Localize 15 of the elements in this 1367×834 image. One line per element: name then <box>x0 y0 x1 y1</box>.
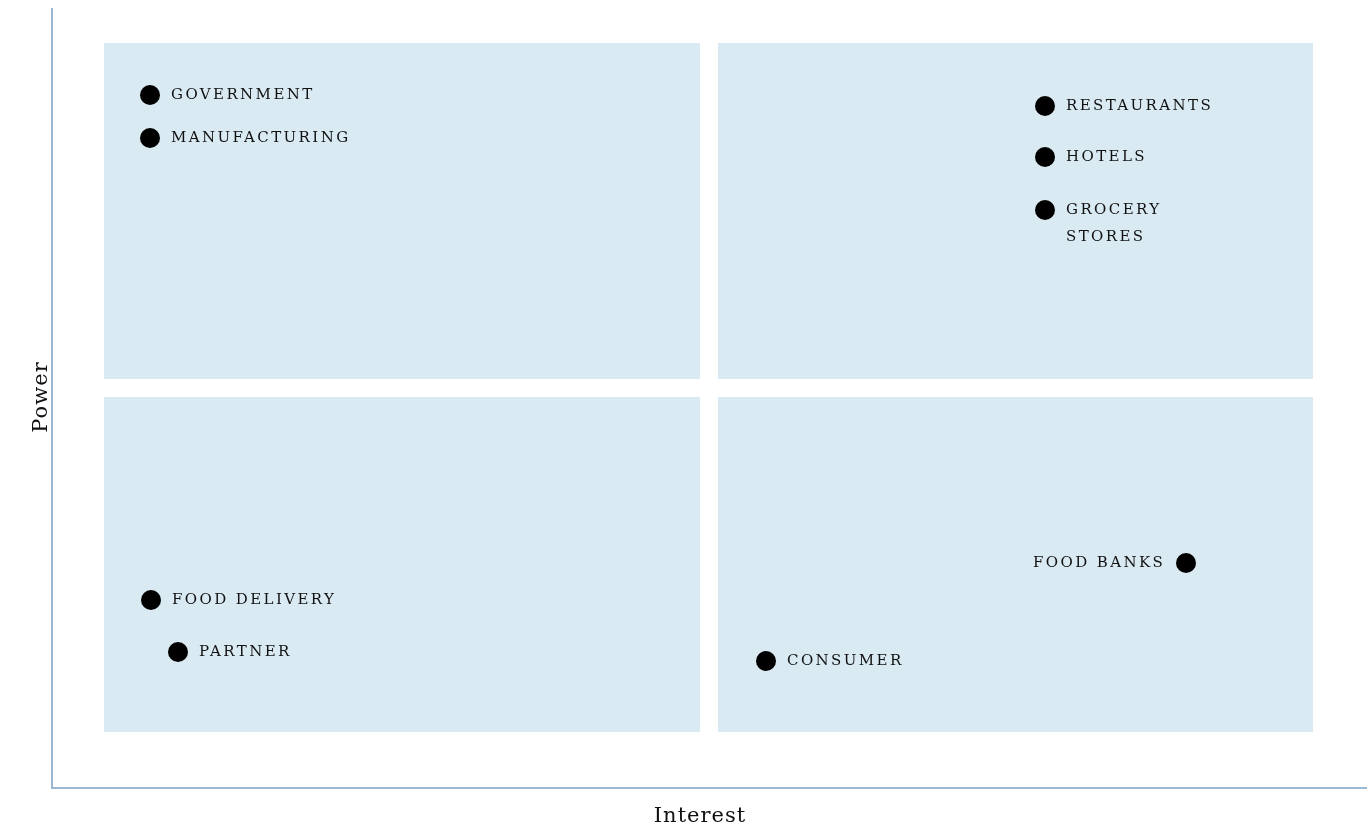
stakeholder-label: PARTNER <box>199 641 292 662</box>
stakeholder-label: FOOD BANKS <box>1033 552 1166 573</box>
stakeholder-label: MANUFACTURING <box>171 127 351 148</box>
stakeholder-label: FOOD DELIVERY <box>172 589 337 610</box>
axis-label: Interest <box>652 803 748 827</box>
stakeholder-label: HOTELS <box>1066 146 1147 167</box>
stakeholder-label: CONSUMER <box>787 650 904 671</box>
stakeholder-label: RESTAURANTS <box>1066 95 1214 116</box>
stakeholder-label: GROCERY STORES <box>1066 199 1163 247</box>
axis-label: Power <box>28 360 52 435</box>
quadrant-panel <box>104 43 700 379</box>
quadrant-panel <box>718 43 1313 379</box>
quadrant-panel <box>104 397 700 732</box>
quadrant-panel <box>718 397 1313 732</box>
stakeholder-label: GOVERNMENT <box>171 84 315 105</box>
